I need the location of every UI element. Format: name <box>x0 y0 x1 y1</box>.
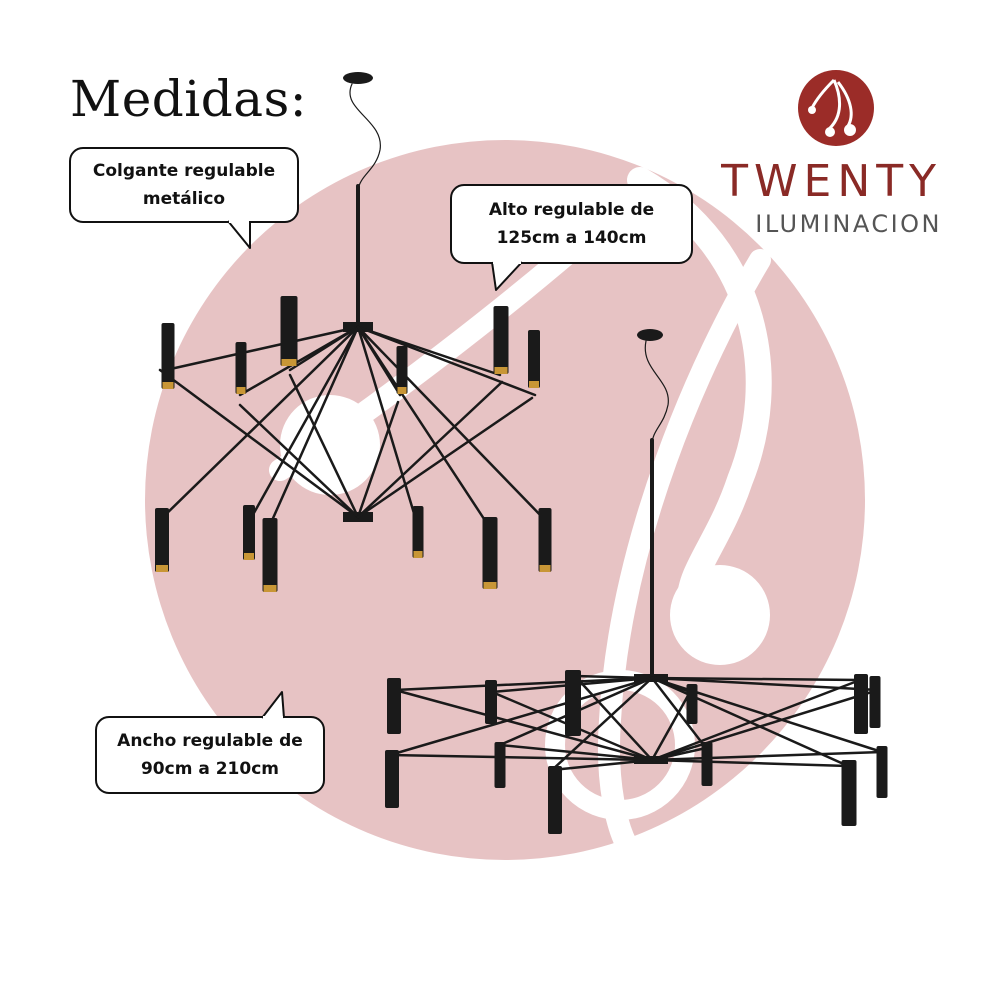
brand-name: TWENTY <box>721 156 942 207</box>
lamp2-spot-2 <box>485 680 497 724</box>
callout-height-line-1: Alto regulable de <box>488 199 655 220</box>
lamp2-spot-3 <box>565 670 581 736</box>
lamp2-spot-1 <box>387 678 401 734</box>
lamp1-spot-5-brass <box>494 367 508 374</box>
lamp2-arm-b-2 <box>573 674 654 762</box>
lamp1-canopy <box>343 72 373 84</box>
lamp2-arm-b-7 <box>498 743 654 762</box>
callout-pendant-line-2: metálico <box>142 189 226 209</box>
lamp2-canopy <box>637 329 663 341</box>
lamp1-spot-6-brass <box>529 381 539 388</box>
lamp1-spot-3 <box>280 296 298 366</box>
lamp2-arm-b-4 <box>650 678 862 762</box>
lamp1-spot-4-brass <box>397 387 407 394</box>
lamp1-spot-12-brass <box>539 565 551 572</box>
callout-pendant: Colgante regulable metálico <box>69 147 299 223</box>
page-heading: Medidas: <box>70 70 308 128</box>
callout-height-line-2: 125cm a 140cm <box>496 228 647 248</box>
cherry-watermark-ball <box>670 565 770 665</box>
cherry-watermark-ball-small <box>280 395 380 495</box>
lamp1-spot-7-brass <box>156 565 168 572</box>
lamp2-spot-9 <box>548 766 562 834</box>
lamp1-spot-8 <box>243 505 255 560</box>
lamp1-spot-6 <box>528 330 540 388</box>
callout-width-line-2: 90cm a 210cm <box>140 759 280 779</box>
cherry-logo-icon <box>798 70 874 146</box>
lamp1-cross-arm-1 <box>248 325 360 522</box>
lamp2-spot-6 <box>869 676 881 728</box>
lamp1-spot-9-brass <box>263 585 277 592</box>
lamp1-spot-10-brass <box>413 551 423 558</box>
lamp2-arm-a-9 <box>650 676 708 750</box>
lamp2-spot-11 <box>841 760 857 826</box>
lamp1-lower-arm-2 <box>288 373 360 519</box>
lamp1-lower-arm-4 <box>356 380 504 519</box>
lamp2-arm-a-0 <box>393 676 654 692</box>
lamp1-spot-2 <box>235 342 247 394</box>
lamp1-spot-5 <box>493 306 509 374</box>
lamp1-spot-10 <box>412 506 424 558</box>
lamp1-spot-1-brass <box>162 382 174 389</box>
lamp1-spot-1 <box>161 323 175 389</box>
lamp-side-view <box>385 329 888 834</box>
lamp1-spot-12 <box>538 508 552 572</box>
lamp2-arm-a-6 <box>388 676 654 757</box>
lamp1-cross-arm-4 <box>356 325 490 527</box>
lamp1-cross-arm-3 <box>356 325 418 522</box>
lamp2-arm-b-3 <box>650 690 692 762</box>
lamp2-arm-b-10 <box>650 758 850 768</box>
lamp1-cable <box>349 83 381 191</box>
callout-height: Alto regulable de 125cm a 140cm <box>450 184 693 264</box>
lamp2-arm-b-11 <box>650 750 884 762</box>
callout-width: Ancho regulable de 90cm a 210cm <box>95 716 325 794</box>
lamp2-arm-b-5 <box>650 688 880 762</box>
lamp1-spot-2-brass <box>236 387 246 394</box>
lamp1-upper-arm-0 <box>164 325 360 372</box>
lamp2-spot-8 <box>494 742 506 788</box>
lamp2-spot-7 <box>385 750 399 808</box>
lamp1-spot-8-brass <box>244 553 254 560</box>
lamp1-spot-3-brass <box>281 359 297 366</box>
lamp1-lower-arm-3 <box>356 400 400 519</box>
lamp2-arm-a-10 <box>650 676 850 768</box>
lamp1-cross-arm-2 <box>268 325 360 527</box>
lamp-front-view <box>155 72 552 592</box>
lamp1-upper-arm-5 <box>356 325 537 397</box>
lamp1-spot-9 <box>262 518 278 592</box>
lamp2-arm-a-2 <box>573 674 654 680</box>
lamp2-arm-b-9 <box>650 746 708 762</box>
lamp1-cross-arm-0 <box>158 325 360 522</box>
lamp2-arm-a-4 <box>650 676 862 682</box>
lamp1-spot-7 <box>155 508 169 572</box>
lamp1-cross-arm-5 <box>356 325 547 522</box>
lamp1-lower-arm-0 <box>158 368 360 519</box>
lamp2-arm-b-0 <box>393 688 654 762</box>
lamp1-spot-11-brass <box>483 582 497 589</box>
lamp1-upper-arm-2 <box>288 325 360 372</box>
lamp2-arm-b-6 <box>388 753 654 762</box>
brand-subtitle: ILUMINACION <box>755 210 942 238</box>
callout-width-line-1: Ancho regulable de <box>117 730 303 751</box>
lamp1-spot-4 <box>396 346 408 394</box>
lamp2-arm-a-5 <box>650 676 880 692</box>
lamp2-spot-4 <box>686 684 698 724</box>
lamp2-cable <box>644 340 669 446</box>
callout-pendant-line-1: Colgante regulable <box>92 160 276 181</box>
lamp2-spot-12 <box>876 746 888 798</box>
lamp1-spot-11 <box>482 517 498 589</box>
brand-block: TWENTY ILUMINACION <box>721 156 942 239</box>
lamp2-arm-a-8 <box>550 676 654 772</box>
lamp2-spot-10 <box>701 742 713 786</box>
lamp2-arm-b-8 <box>550 758 654 772</box>
lamp2-spot-5 <box>854 674 868 734</box>
